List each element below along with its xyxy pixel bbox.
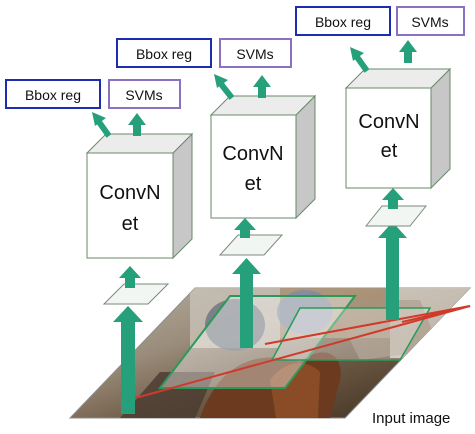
column-right-bbox-label: Bbox reg (315, 14, 371, 30)
column-left-svm-label: SVMs (125, 87, 162, 103)
column-right-warped-patch (364, 205, 428, 227)
column-middle-svm-box (219, 38, 292, 68)
column-right-up-arrow (378, 222, 407, 320)
column-left-patch-arrow (119, 266, 141, 288)
column-right-svm-box (396, 6, 465, 36)
column-left-bbox-box (5, 79, 101, 109)
column-right: ConvN et Bbox reg SVMs (295, 6, 465, 320)
column-left-up-arrow (113, 306, 143, 414)
column-middle-convnet-line1: ConvN (222, 143, 283, 165)
column-right-bbox-arrow (350, 47, 370, 73)
column-left-convnet-line2: et (122, 213, 139, 235)
proposal-line-a (127, 305, 471, 401)
column-right-patch-arrow (382, 188, 404, 209)
proposal-line-c (401, 305, 471, 323)
column-right-convnet-box: ConvN et (344, 67, 452, 190)
column-middle-svm-arrow (253, 75, 271, 98)
column-left-svm-arrow (128, 113, 146, 136)
column-left: ConvN et Bbox reg SVMs (5, 79, 194, 414)
input-image-label: Input image (372, 410, 450, 427)
column-right-svm-arrow (399, 40, 417, 63)
column-middle-svm-label: SVMs (236, 46, 273, 62)
column-middle-convnet-box: ConvN et (209, 94, 317, 220)
column-middle-bbox-box (116, 38, 212, 68)
column-left-convnet-line1: ConvN (99, 182, 160, 204)
column-left-warped-patch (102, 283, 170, 305)
column-middle-up-arrow (232, 258, 261, 348)
column-right-convnet-line1: ConvN (358, 111, 419, 133)
column-middle-bbox-arrow (214, 74, 235, 100)
column-middle-warped-patch (218, 234, 284, 256)
column-left-bbox-arrow (92, 112, 112, 138)
column-right-bbox-box (295, 6, 391, 36)
column-middle-patch-arrow (234, 218, 256, 238)
column-middle-convnet-line2: et (245, 173, 262, 195)
proposal-line-b (264, 305, 471, 345)
column-middle-bbox-label: Bbox reg (136, 46, 192, 62)
column-right-convnet-line2: et (381, 140, 398, 162)
column-left-svm-box (108, 79, 181, 109)
column-middle: ConvN et Bbox reg SVMs (116, 38, 317, 348)
column-left-convnet-box: ConvN et (85, 132, 194, 260)
column-left-bbox-label: Bbox reg (25, 87, 81, 103)
column-right-svm-label: SVMs (411, 14, 448, 30)
proposal-region-center (157, 295, 358, 389)
